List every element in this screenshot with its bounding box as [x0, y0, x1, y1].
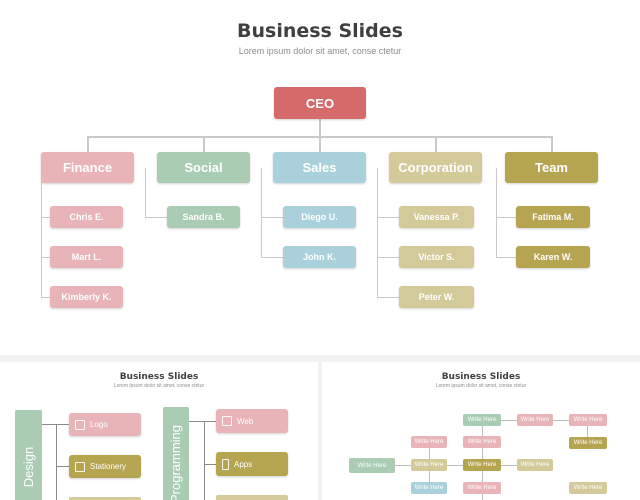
finance-tick — [41, 217, 50, 218]
finance-spine — [41, 168, 42, 298]
programming-item-web[interactable]: Web — [216, 409, 288, 433]
member-box[interactable]: Karen W. — [516, 246, 590, 268]
node-connector — [501, 420, 517, 421]
member-box[interactable]: Mart L. — [50, 246, 123, 268]
finance-drop — [87, 136, 89, 152]
member-box[interactable]: Peter W. — [399, 286, 474, 308]
department-social[interactable]: Social — [157, 152, 250, 183]
programming-item-apps[interactable]: Apps — [216, 452, 288, 476]
sales-drop — [319, 136, 321, 152]
corporation-tick — [377, 257, 399, 258]
member-box[interactable]: Victor S. — [399, 246, 474, 268]
design-label: Design — [21, 446, 36, 488]
thumb2-title: Business Slides — [441, 372, 521, 382]
tree-node[interactable]: Write Here — [569, 414, 607, 426]
node-connector — [587, 420, 588, 443]
social-tick — [145, 217, 167, 218]
member-box[interactable]: Sandra B. — [167, 206, 240, 228]
social-spine — [145, 168, 146, 218]
member-box[interactable]: John K. — [283, 246, 356, 268]
finance-tick — [41, 297, 50, 298]
tree-node[interactable]: Write Here — [517, 414, 553, 426]
design-item-label: Stationery — [90, 462, 127, 471]
slide-thumbnail-1[interactable]: Business Slides Lorem ipsum dolor sit am… — [0, 362, 318, 500]
design-connector — [42, 424, 56, 425]
department-sales[interactable]: Sales — [273, 152, 366, 183]
design-item-stationery[interactable]: Stationery — [69, 455, 141, 478]
thumb2-subtitle: Lorem ipsum dolor sit amet, conse ctetur — [435, 383, 527, 389]
department-corporation[interactable]: Corporation — [389, 152, 482, 183]
design-item-label: Logo — [90, 420, 108, 429]
programming-category-bar — [163, 407, 189, 500]
programming-tick — [204, 464, 216, 465]
web-icon — [222, 416, 232, 426]
programming-spine — [204, 421, 205, 500]
node-connector — [501, 465, 517, 466]
team-tick — [496, 257, 516, 258]
tree-node[interactable]: Write Here — [463, 436, 501, 448]
programming-connector — [189, 421, 204, 422]
programming-item-label: Apps — [234, 459, 253, 469]
programming-item-partial — [216, 495, 288, 500]
logo-icon — [75, 419, 85, 430]
member-box[interactable]: Vanessa P. — [399, 206, 474, 228]
tree-node[interactable]: Write Here — [463, 414, 501, 426]
corporation-spine — [377, 168, 378, 298]
tree-node[interactable]: Write Here — [463, 482, 501, 494]
programming-label: Programming — [168, 424, 183, 500]
tree-node[interactable]: Write Here — [463, 459, 501, 471]
main-slide: Business Slides Lorem ipsum dolor sit am… — [0, 0, 640, 355]
ceo-connector — [319, 118, 321, 137]
node-connector — [553, 420, 569, 421]
corporation-tick — [377, 217, 399, 218]
phone-icon — [222, 458, 229, 470]
corporation-drop — [435, 136, 437, 152]
team-tick — [496, 217, 516, 218]
corporation-tick — [377, 297, 399, 298]
programming-item-label: Web — [237, 416, 254, 426]
member-box[interactable]: Diego U. — [283, 206, 356, 228]
main-title: Business Slides — [237, 20, 403, 42]
stationery-icon — [75, 461, 85, 472]
finance-tick — [41, 257, 50, 258]
member-box[interactable]: Kimberly K. — [50, 286, 123, 308]
tree-node[interactable]: Write Here — [569, 437, 607, 449]
ceo-box[interactable]: CEO — [274, 87, 366, 119]
sales-tick — [261, 257, 283, 258]
node-connector — [395, 465, 411, 466]
member-box[interactable]: Fatima M. — [516, 206, 590, 228]
design-item-partial — [69, 497, 141, 500]
sales-tick — [261, 217, 283, 218]
node-connector — [447, 465, 463, 466]
social-drop — [203, 136, 205, 152]
design-tick — [56, 466, 69, 467]
tree-node[interactable]: Write Here — [411, 482, 447, 494]
design-item-logo[interactable]: Logo — [69, 413, 141, 436]
member-box[interactable]: Chris E. — [50, 206, 123, 228]
team-spine — [496, 168, 497, 258]
design-tick — [56, 424, 69, 425]
slide-thumbnail-2[interactable]: Business Slides Lorem ipsum dolor sit am… — [322, 362, 640, 500]
programming-tick — [204, 421, 216, 422]
team-drop — [551, 136, 553, 152]
department-finance[interactable]: Finance — [41, 152, 134, 183]
tree-node[interactable]: Write Here — [411, 459, 447, 471]
thumb1-title: Business Slides — [119, 372, 199, 382]
design-spine — [56, 424, 57, 500]
tree-node[interactable]: Write Here — [349, 458, 395, 473]
main-subtitle: Lorem ipsum dolor sit amet, conse ctetur — [238, 46, 402, 56]
department-team[interactable]: Team — [505, 152, 598, 183]
tree-node[interactable]: Write Here — [411, 436, 447, 448]
tree-node[interactable]: Write Here — [517, 459, 553, 471]
design-category-bar — [15, 410, 42, 500]
sales-spine — [261, 168, 262, 258]
tree-node[interactable]: Write Here — [569, 482, 607, 494]
thumb1-subtitle: Lorem ipsum dolor sit amet, conse ctetur — [113, 383, 205, 389]
